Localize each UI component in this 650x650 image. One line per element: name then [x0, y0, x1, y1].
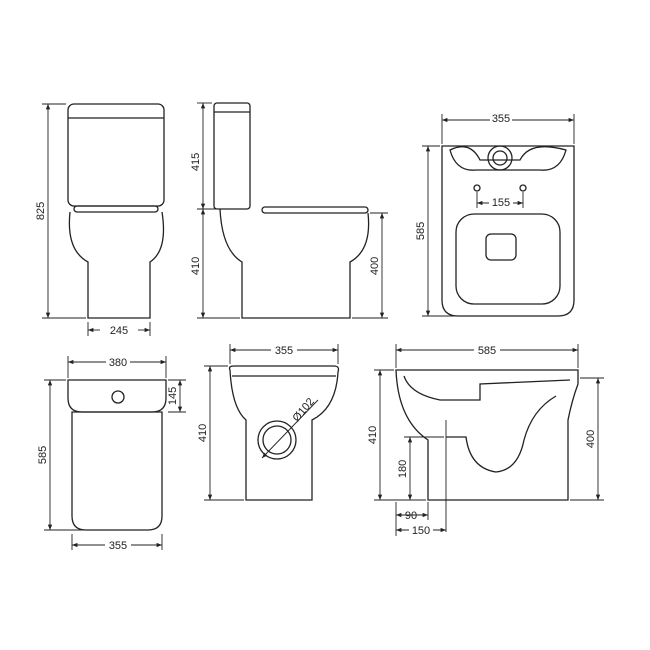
dim-height: 825: [35, 202, 47, 220]
dim-outlet-offset-150: 150: [412, 525, 430, 537]
dim-section-height: 410: [367, 426, 379, 444]
section-view: 585 410 400 180 90 150: [367, 343, 604, 537]
dim-cistern-height: 415: [190, 153, 202, 171]
dim-pan-height: 410: [190, 257, 202, 275]
dim-plan-depth: 585: [415, 222, 427, 240]
front-view: 825 245: [35, 103, 165, 337]
side-view: 415 410 400: [190, 102, 388, 319]
rear-view: Ø102 355 410: [197, 343, 340, 501]
dim-outlet-height: 180: [397, 460, 409, 478]
dim-top-width: 380: [109, 357, 127, 369]
dim-cistern-depth: 145: [167, 387, 179, 405]
dim-base-width: 245: [110, 325, 128, 337]
dim-section-depth: 585: [478, 345, 496, 357]
dim-bottom-width: 355: [109, 540, 127, 552]
dim-rear-width: 355: [275, 345, 293, 357]
dim-outlet-offset-90: 90: [405, 510, 417, 522]
dim-rear-height: 410: [197, 424, 209, 442]
dim-fixing-centres: 155: [492, 197, 510, 209]
dim-section-seat-height: 400: [585, 430, 597, 448]
plan-view: 355 585 155: [415, 112, 575, 317]
dim-plan-width: 355: [492, 113, 510, 125]
cistern-top-view: 380 145 585 355: [37, 354, 186, 552]
dim-seat-height: 400: [369, 257, 381, 275]
dim-top-depth: 585: [37, 446, 49, 464]
